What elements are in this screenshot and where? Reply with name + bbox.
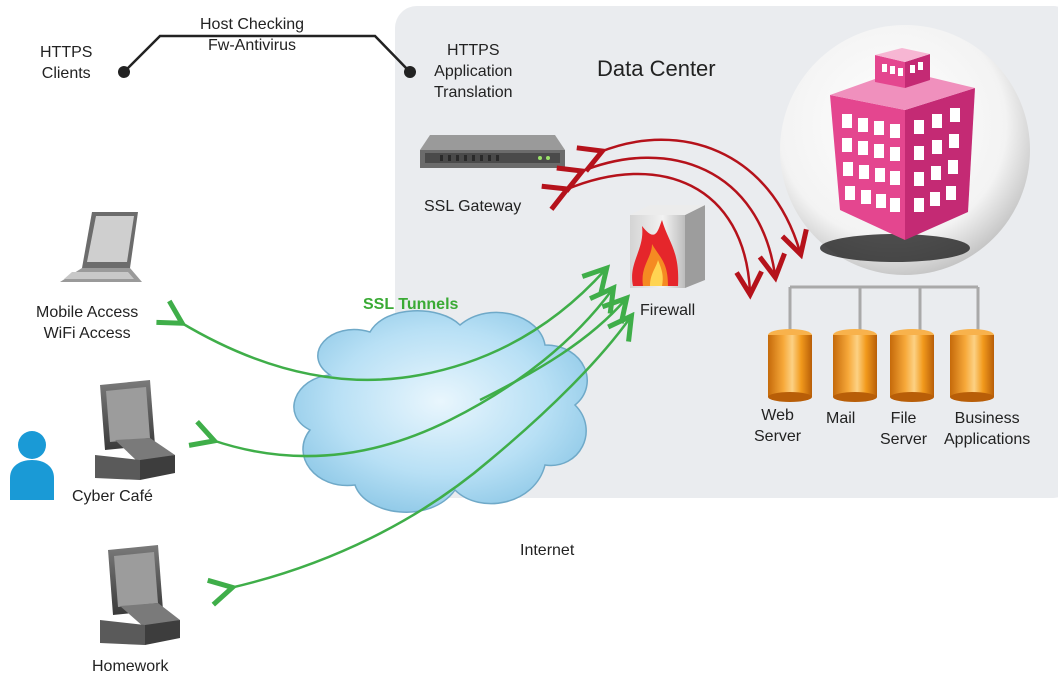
user-icon	[10, 431, 54, 500]
laptop-icon	[60, 212, 142, 282]
server-mail	[833, 329, 877, 402]
server-connectors	[788, 285, 980, 330]
file-server-label: File Server	[880, 410, 928, 448]
firewall-label: Firewall	[640, 302, 696, 319]
ssl-gateway-icon	[420, 135, 565, 168]
https-clients-label: HTTPS Clients	[40, 44, 93, 82]
https-app-translation-label: HTTPS Application Translation	[434, 42, 513, 101]
host-checking-label: Host Checking Fw-Antivirus	[200, 16, 305, 54]
homework-label: Homework	[92, 658, 169, 675]
data-flow-arrows	[565, 138, 800, 292]
server-web	[768, 329, 812, 402]
desktop-icon-cyber-cafe	[95, 380, 175, 480]
mobile-access-label: Mobile Access WiFi Access	[36, 304, 139, 342]
server-business	[950, 329, 994, 402]
business-applications-label: Business Applications	[944, 410, 1031, 448]
host-checking-connector	[118, 34, 416, 78]
cyber-cafe-label: Cyber Café	[72, 488, 153, 505]
desktop-icon-homework	[100, 545, 180, 645]
firewall-icon	[630, 205, 705, 288]
building-icon	[780, 25, 1030, 275]
ssl-gateway-label: SSL Gateway	[424, 198, 522, 215]
data-center-title: Data Center	[597, 56, 716, 81]
ssl-tunnels-label: SSL Tunnels	[363, 296, 459, 313]
server-file	[890, 329, 934, 402]
web-server-label: Web Server	[754, 407, 802, 445]
internet-label: Internet	[520, 542, 575, 559]
ssl-tunnel-lines	[180, 270, 630, 588]
mail-label: Mail	[826, 410, 856, 427]
